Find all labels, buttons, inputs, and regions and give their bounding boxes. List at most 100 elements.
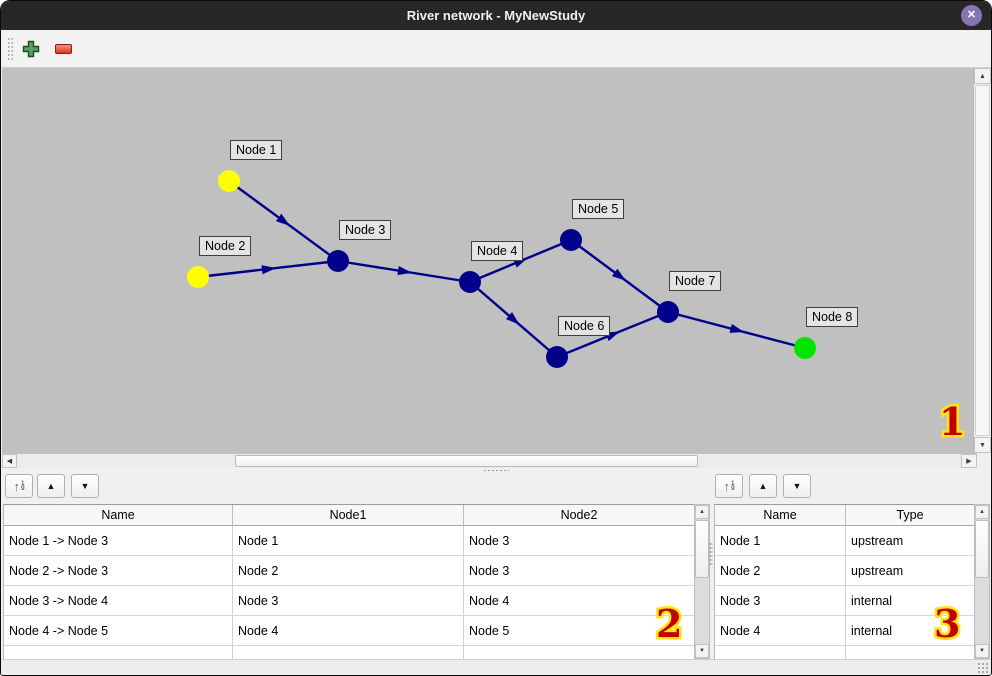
node-label[interactable]: Node 2 [199,236,252,256]
column-header[interactable]: Node2 [464,505,695,526]
table-cell[interactable]: Node 2 [715,556,846,586]
close-button[interactable]: ✕ [961,5,982,26]
status-bar [1,659,991,675]
network-node[interactable] [794,337,816,359]
network-node[interactable] [327,250,349,272]
table-cell[interactable]: Node 3 [464,556,695,586]
scrollbar-thumb[interactable] [975,85,990,436]
node-label[interactable]: Node 3 [339,220,392,240]
table-cell[interactable]: Node 2 -> Node 3 [4,556,233,586]
table-cell[interactable]: Node 1 [715,526,846,556]
node-label[interactable]: Node 6 [558,316,611,336]
node-label[interactable]: Node 8 [806,307,859,327]
scroll-down-button[interactable]: ▼ [975,644,989,658]
up-arrow-icon: ▲ [979,509,985,515]
scrollbar-thumb[interactable] [695,520,709,578]
add-button[interactable] [20,38,42,60]
table-cell[interactable]: Node 4 [715,616,846,646]
node-label[interactable]: Node 1 [230,140,283,160]
network-node[interactable] [546,346,568,368]
table-splitter-handle[interactable] [709,542,713,566]
table-row[interactable] [4,646,695,660]
nodes-move-down-button[interactable]: ▼ [783,474,811,498]
annotation-number: 3 [931,601,963,646]
titlebar[interactable]: River network - MyNewStudy ✕ [1,1,991,30]
table-cell[interactable] [846,646,975,660]
network-node[interactable] [560,229,582,251]
table-cell[interactable]: upstream [846,556,975,586]
scrollbar-thumb[interactable] [235,455,698,467]
node-label[interactable]: Node 7 [669,271,722,291]
main-toolbar [1,30,991,68]
column-header[interactable]: Type [846,505,975,526]
table-cell[interactable]: Node 4 [233,616,464,646]
links-move-down-button[interactable]: ▼ [71,474,99,498]
column-header[interactable]: Name [715,505,846,526]
scroll-down-button[interactable]: ▼ [974,437,991,453]
table-cell[interactable]: Node 3 -> Node 4 [4,586,233,616]
resize-grip[interactable] [977,662,989,674]
edge-arrow-icon [261,265,276,275]
remove-button[interactable] [52,38,74,60]
table-cell[interactable]: Node 1 [233,526,464,556]
scroll-up-button[interactable]: ▲ [975,505,989,519]
table-cell[interactable]: Node 3 [715,586,846,616]
scroll-up-button[interactable]: ▲ [695,505,709,519]
links-table-scrollbar[interactable]: ▲ ▼ [694,504,710,659]
column-header[interactable]: Node1 [233,505,464,526]
scroll-left-button[interactable]: ◀ [2,454,17,468]
scroll-right-button[interactable]: ▶ [961,454,977,468]
table-cell[interactable]: Node 4 -> Node 5 [4,616,233,646]
table-cell[interactable]: Node 3 [233,586,464,616]
edge-arrow-icon [729,324,745,333]
network-canvas[interactable]: Node 1 Node 2 Node 3 Node 4 Node 5 Node 6 Node… [2,68,973,453]
up-arrow-icon: ▲ [979,72,986,80]
table-cell[interactable] [464,646,695,660]
table-cell[interactable]: Node 1 -> Node 3 [4,526,233,556]
links-move-up-button[interactable]: ▲ [37,474,65,498]
annotation-number: 2 [653,601,685,646]
table-row[interactable] [715,646,975,660]
scrollbar-thumb[interactable] [975,520,989,578]
node-label[interactable]: Node 4 [471,241,524,261]
node-label[interactable]: Node 5 [572,199,625,219]
down-arrow-icon: ▼ [979,648,985,654]
column-header[interactable]: Name [4,505,233,526]
table-cell[interactable]: upstream [846,526,975,556]
nodes-move-up-button[interactable]: ▲ [749,474,777,498]
nodes-table-scrollbar[interactable]: ▲ ▼ [974,504,990,659]
scrollbar-corner [977,453,991,468]
network-node[interactable] [187,266,209,288]
network-node[interactable] [657,301,679,323]
up-arrow-icon: ▲ [46,481,56,491]
canvas-vertical-scrollbar[interactable]: ▲ ▼ [973,68,991,453]
network-node[interactable] [459,271,481,293]
scroll-up-button[interactable]: ▲ [974,68,991,84]
network-svg [187,170,816,368]
canvas-horizontal-scrollbar[interactable]: ◀ ▶ [2,453,977,468]
table-cell[interactable]: Node 2 [233,556,464,586]
network-node[interactable] [218,170,240,192]
table-cell[interactable] [233,646,464,660]
panel-splitter-handle[interactable] [483,469,509,473]
table-cell[interactable] [715,646,846,660]
edge-arrow-icon [506,312,520,325]
scroll-down-button[interactable]: ▼ [695,644,709,658]
table-cell[interactable] [4,646,233,660]
down-arrow-icon: ▼ [979,441,986,449]
table-cell[interactable]: Node 3 [464,526,695,556]
toolbar-drag-handle[interactable] [7,37,14,61]
